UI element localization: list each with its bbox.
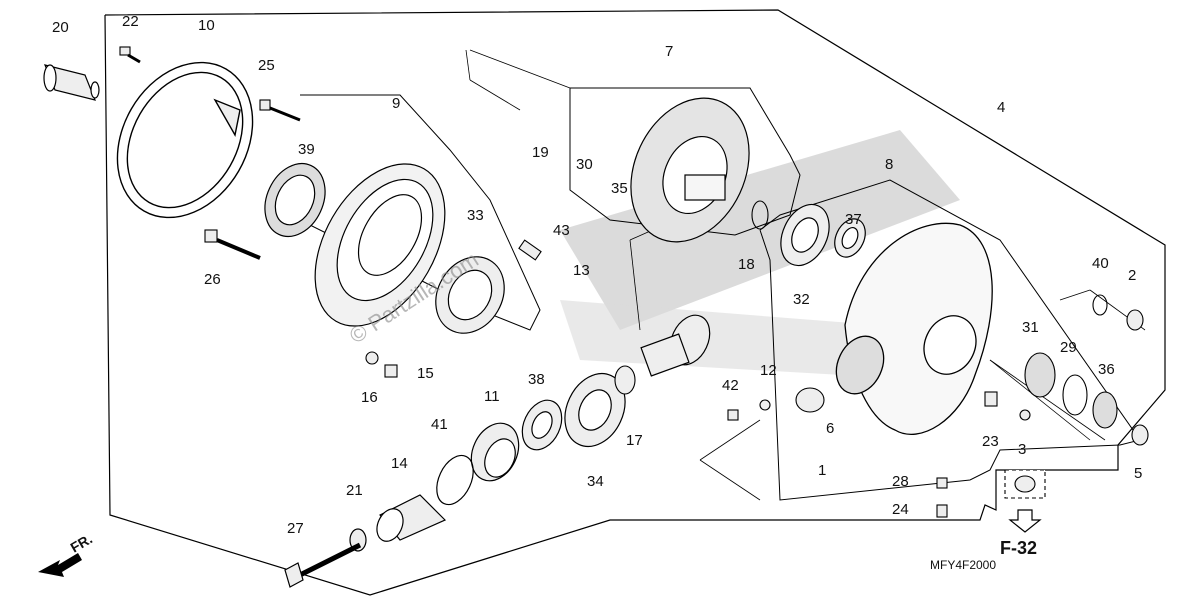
callout-33: 33 (467, 207, 484, 224)
callout-38: 38 (528, 371, 545, 388)
part-8-final-gear-case (835, 222, 993, 435)
part-pinion-gear (640, 314, 711, 377)
subframe-8 (759, 179, 1141, 501)
callout-26: 26 (204, 271, 221, 288)
callout-18: 18 (738, 256, 755, 273)
callout-5: 5 (1134, 465, 1143, 482)
callout-15: 15 (417, 365, 434, 382)
callout-3: 3 (1018, 441, 1027, 458)
callout-6: 6 (826, 420, 835, 437)
callout-30: 30 (576, 156, 593, 173)
callout-16: 16 (361, 389, 378, 406)
callout-42: 42 (722, 377, 739, 394)
part-41-oring (436, 454, 474, 506)
part-14-joint (376, 494, 447, 542)
part-37-seal (834, 218, 866, 258)
callout-10: 10 (198, 17, 215, 34)
callout-2: 2 (1128, 267, 1137, 284)
callout-13: 13 (573, 262, 590, 279)
callout-27: 27 (287, 520, 304, 537)
diagram-code: MFY4F2000 (930, 558, 997, 572)
callout-4: 4 (997, 99, 1006, 116)
callout-1: 1 (818, 462, 827, 479)
callout-19: 19 (532, 144, 549, 161)
part-10-cover-ring (116, 61, 254, 219)
part-20-plug (43, 64, 100, 101)
callout-36: 36 (1098, 361, 1115, 378)
callout-40: 40 (1092, 255, 1109, 272)
callout-17: 17 (626, 432, 643, 449)
part-9-bearing-holder (314, 163, 446, 327)
callout-34: 34 (587, 473, 604, 490)
callout-37: 37 (845, 211, 862, 228)
callout-8: 8 (885, 156, 894, 173)
ref-arrow (1008, 509, 1042, 533)
callout-31: 31 (1022, 319, 1039, 336)
part-34-bearing (564, 372, 626, 448)
reference-page-label: F-32 (1000, 538, 1038, 558)
callout-21: 21 (346, 482, 363, 499)
fr-arrow (38, 553, 82, 577)
part-33-bearing (435, 256, 505, 334)
callout-11: 11 (484, 388, 500, 405)
part-7-ring-gear (630, 97, 750, 243)
subframe-7 (569, 87, 801, 236)
part-32-bearing (780, 203, 830, 267)
callout-23: 23 (982, 433, 999, 450)
callout-9: 9 (392, 95, 401, 112)
part-27-bolt (284, 542, 362, 588)
callout-41: 41 (431, 416, 448, 433)
callout-12: 12 (760, 362, 777, 379)
small-fasteners (119, 46, 1149, 518)
part-38-seal (521, 399, 563, 451)
callout-32: 32 (793, 291, 810, 308)
assembly-frame (104, 9, 1166, 596)
callout-22: 22 (122, 13, 139, 30)
callout-7: 7 (665, 43, 674, 60)
callout-25: 25 (258, 57, 275, 74)
callout-29: 29 (1060, 339, 1077, 356)
callout-43: 43 (553, 222, 570, 239)
callout-35: 35 (611, 180, 628, 197)
callout-39: 39 (298, 141, 315, 158)
part-39-oil-seal (264, 162, 326, 238)
callout-28: 28 (892, 473, 909, 490)
part-11-nut (470, 422, 520, 482)
callout-24: 24 (892, 501, 909, 518)
callout-14: 14 (391, 455, 408, 472)
callout-20: 20 (52, 19, 69, 36)
